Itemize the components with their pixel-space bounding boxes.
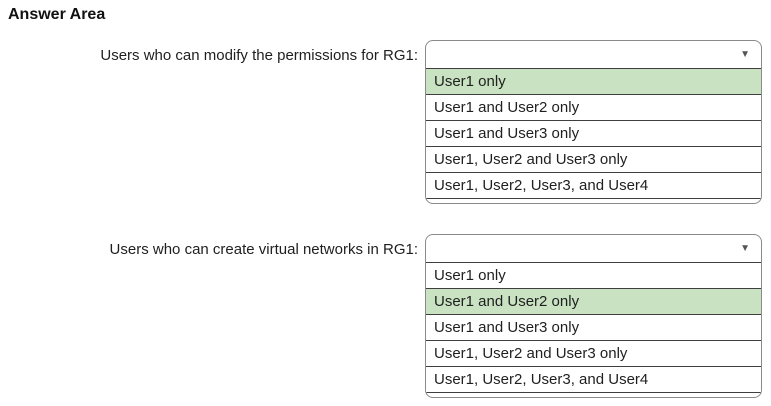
- dropdown-option[interactable]: User1, User2, User3, and User4: [426, 172, 761, 199]
- page-title: Answer Area: [8, 6, 106, 23]
- options-list: User1 only User1 and User2 only User1 an…: [426, 68, 761, 199]
- chevron-down-icon: ▼: [740, 242, 750, 254]
- dropdown-option[interactable]: User1 and User2 only: [426, 288, 761, 314]
- options-list: User1 only User1 and User2 only User1 an…: [426, 262, 761, 393]
- question-row-virtual-networks: Users who can create virtual networks in…: [8, 234, 771, 398]
- question-label: Users who can create virtual networks in…: [109, 241, 418, 258]
- dropdown-option[interactable]: User1, User2 and User3 only: [426, 146, 761, 172]
- dropdown-option[interactable]: User1 and User3 only: [426, 314, 761, 340]
- question-label: Users who can modify the permissions for…: [100, 47, 418, 64]
- dropdown-selected-value: [426, 243, 434, 248]
- dropdown-option[interactable]: User1 only: [426, 68, 761, 94]
- dropdown-permissions: ▼ User1 only User1 and User2 only User1 …: [425, 40, 762, 204]
- dropdown-option[interactable]: User1 and User3 only: [426, 120, 761, 146]
- chevron-down-icon: ▼: [740, 48, 750, 60]
- dropdown-selected-value: [426, 49, 434, 54]
- dropdown-header[interactable]: ▼: [426, 41, 761, 68]
- question-row-permissions: Users who can modify the permissions for…: [8, 40, 771, 204]
- dropdown-virtual-networks: ▼ User1 only User1 and User2 only User1 …: [425, 234, 762, 398]
- dropdown-header[interactable]: ▼: [426, 235, 761, 262]
- dropdown-option[interactable]: User1 only: [426, 262, 761, 288]
- dropdown-option[interactable]: User1, User2 and User3 only: [426, 340, 761, 366]
- dropdown-option[interactable]: User1, User2, User3, and User4: [426, 366, 761, 393]
- dropdown-option[interactable]: User1 and User2 only: [426, 94, 761, 120]
